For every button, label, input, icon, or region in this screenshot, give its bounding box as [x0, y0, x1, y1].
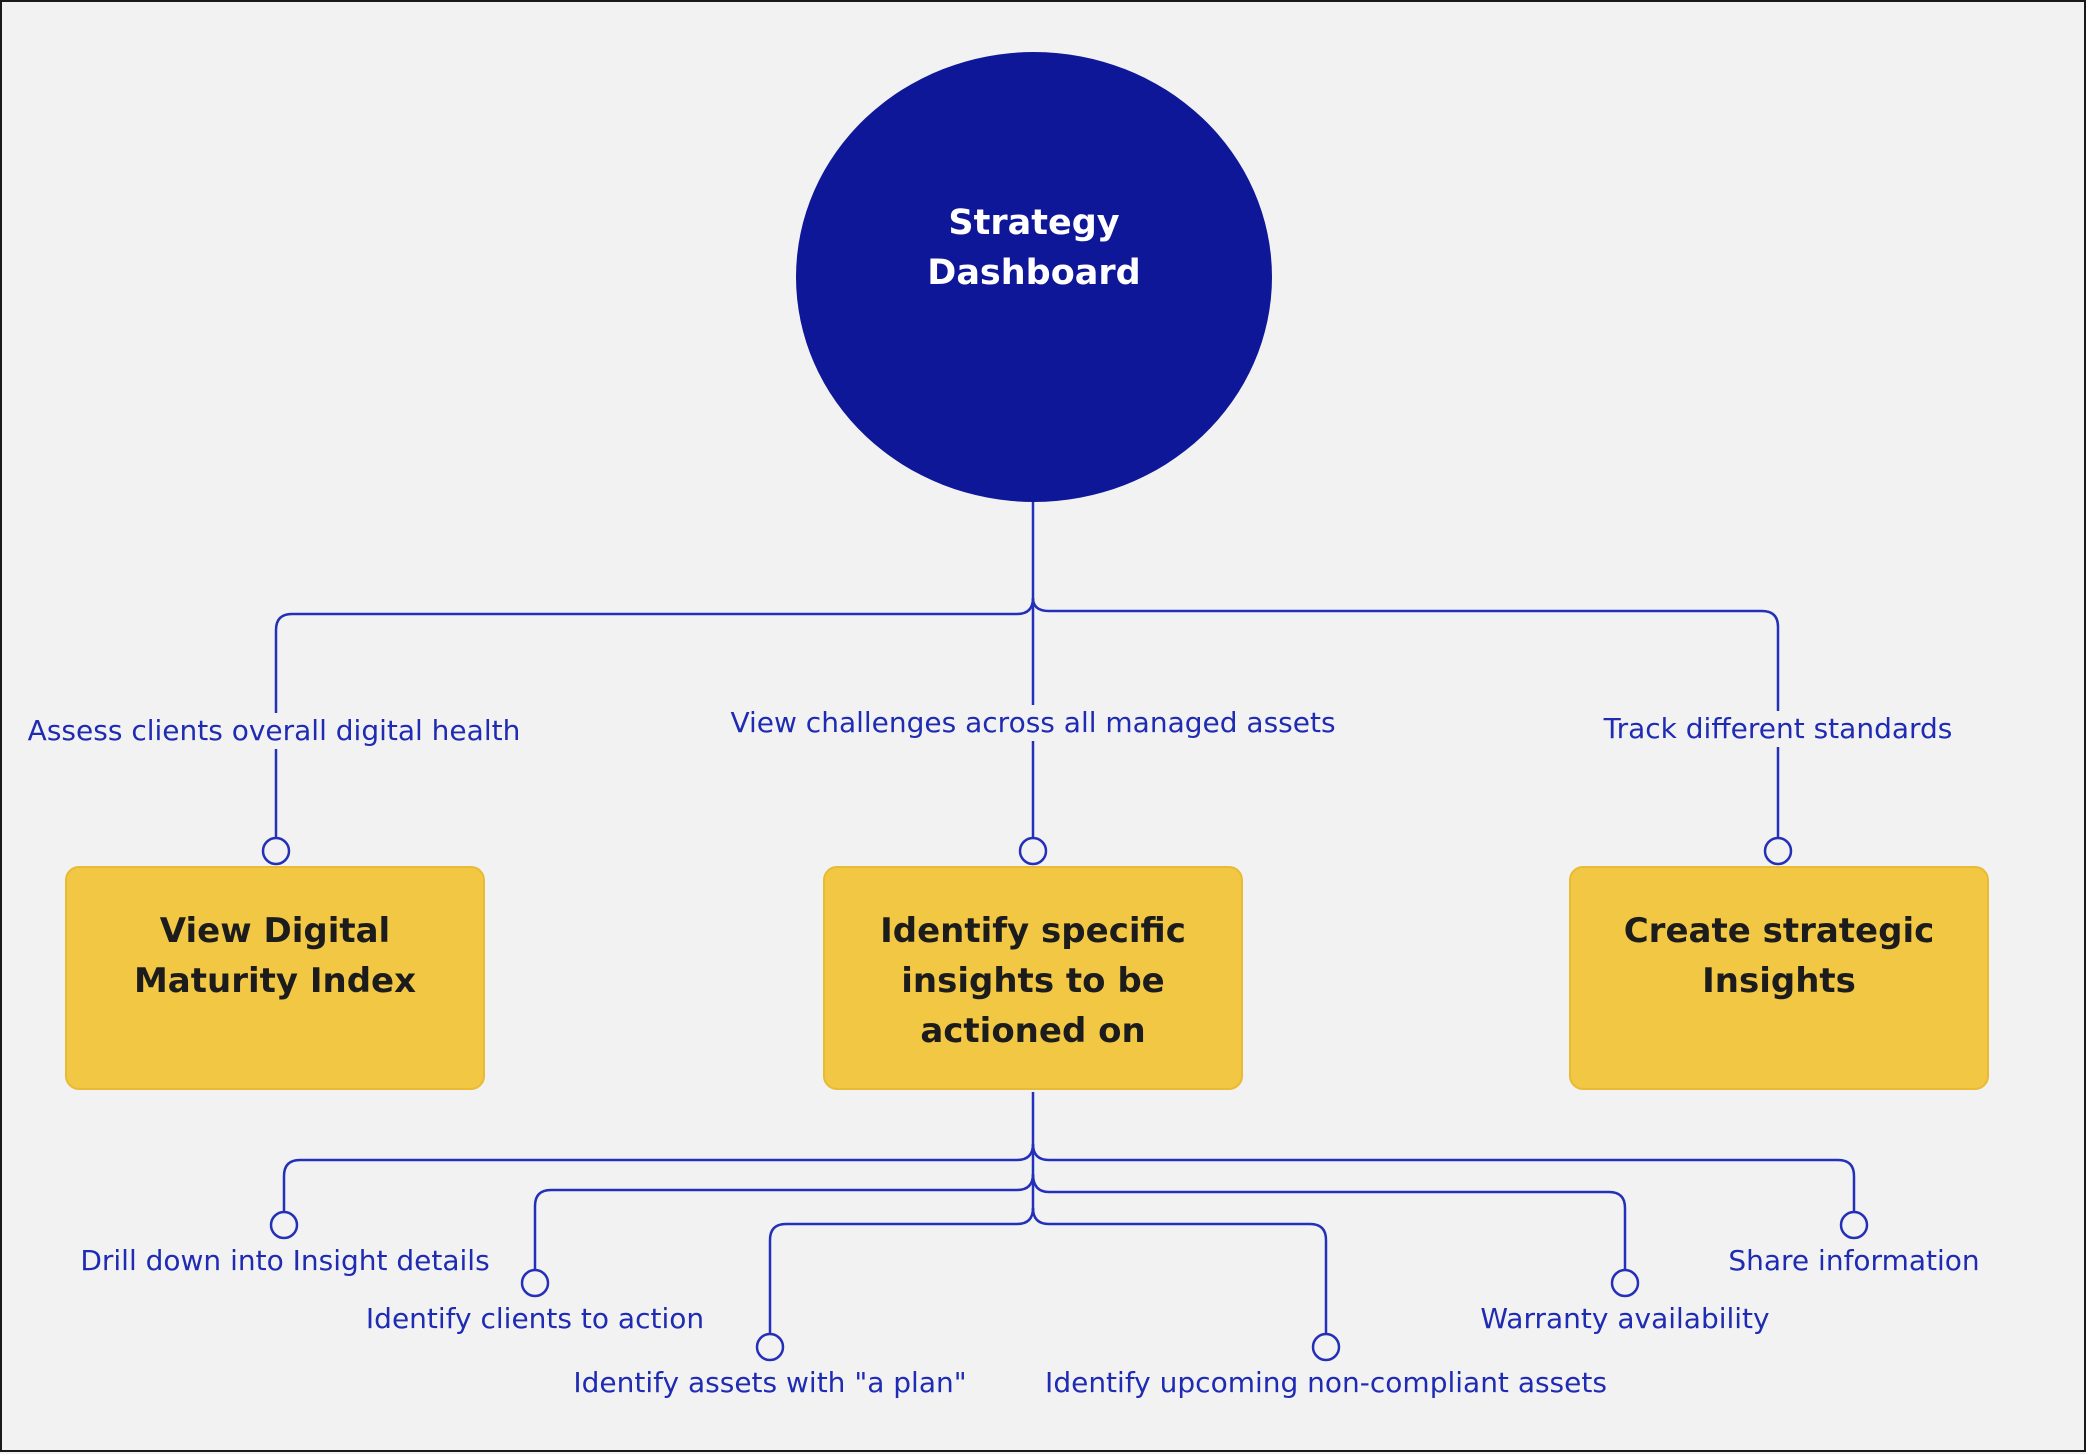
sub-branch-line-5	[1031, 1173, 1627, 1270]
sub-branch-line-2	[533, 1173, 1035, 1270]
sub-branch-end-circle-2	[520, 1268, 550, 1298]
sub-branch-label-1: Drill down into Insight details	[74, 1243, 496, 1279]
branch-end-circle-3	[1763, 836, 1793, 866]
card-title: Identify specific insights to be actione…	[880, 911, 1186, 1051]
sub-branch-line-6	[1031, 1143, 1856, 1212]
sub-branch-end-circle-1	[269, 1210, 299, 1240]
sub-branch-end-circle-3	[755, 1332, 785, 1362]
specific-insights-card[interactable]: Identify specific insights to be actione…	[823, 866, 1243, 1090]
sub-branch-label-4: Identify upcoming non-compliant assets	[1039, 1365, 1613, 1401]
branch-line-1	[274, 597, 1035, 838]
branch-label-1: Assess clients overall digital health	[21, 713, 527, 749]
sub-branch-line-4	[1031, 1207, 1328, 1334]
sub-branch-line-3	[768, 1207, 1035, 1334]
sub-branch-end-circle-4	[1311, 1332, 1341, 1362]
branch-label-2: View challenges across all managed asset…	[724, 705, 1342, 741]
strategic-insights-card[interactable]: Create strategic Insights	[1569, 866, 1989, 1090]
branch-line-3	[1031, 597, 1780, 838]
digital-maturity-index-card[interactable]: View Digital Maturity Index	[65, 866, 485, 1090]
sub-branch-end-circle-6	[1839, 1210, 1869, 1240]
branch-end-circle-1	[261, 836, 291, 866]
branch-label-3: Track different standards	[1597, 711, 1959, 747]
sub-branch-label-5: Warranty availability	[1474, 1301, 1776, 1337]
sub-branch-label-2: Identify clients to action	[359, 1301, 711, 1337]
sub-branch-label-6: Share information	[1722, 1243, 1986, 1279]
card-title: View Digital Maturity Index	[133, 911, 417, 1001]
hub-title: Strategy Dashboard	[927, 203, 1141, 293]
sub-branch-end-circle-5	[1610, 1268, 1640, 1298]
sub-branch-line-1	[282, 1143, 1035, 1212]
branch-end-circle-2	[1018, 836, 1048, 866]
card-title: Create strategic Insights	[1623, 911, 1935, 1001]
sub-branch-label-3: Identify assets with "a plan"	[567, 1365, 973, 1401]
strategy-dashboard-node[interactable]: Strategy Dashboard	[796, 52, 1272, 502]
